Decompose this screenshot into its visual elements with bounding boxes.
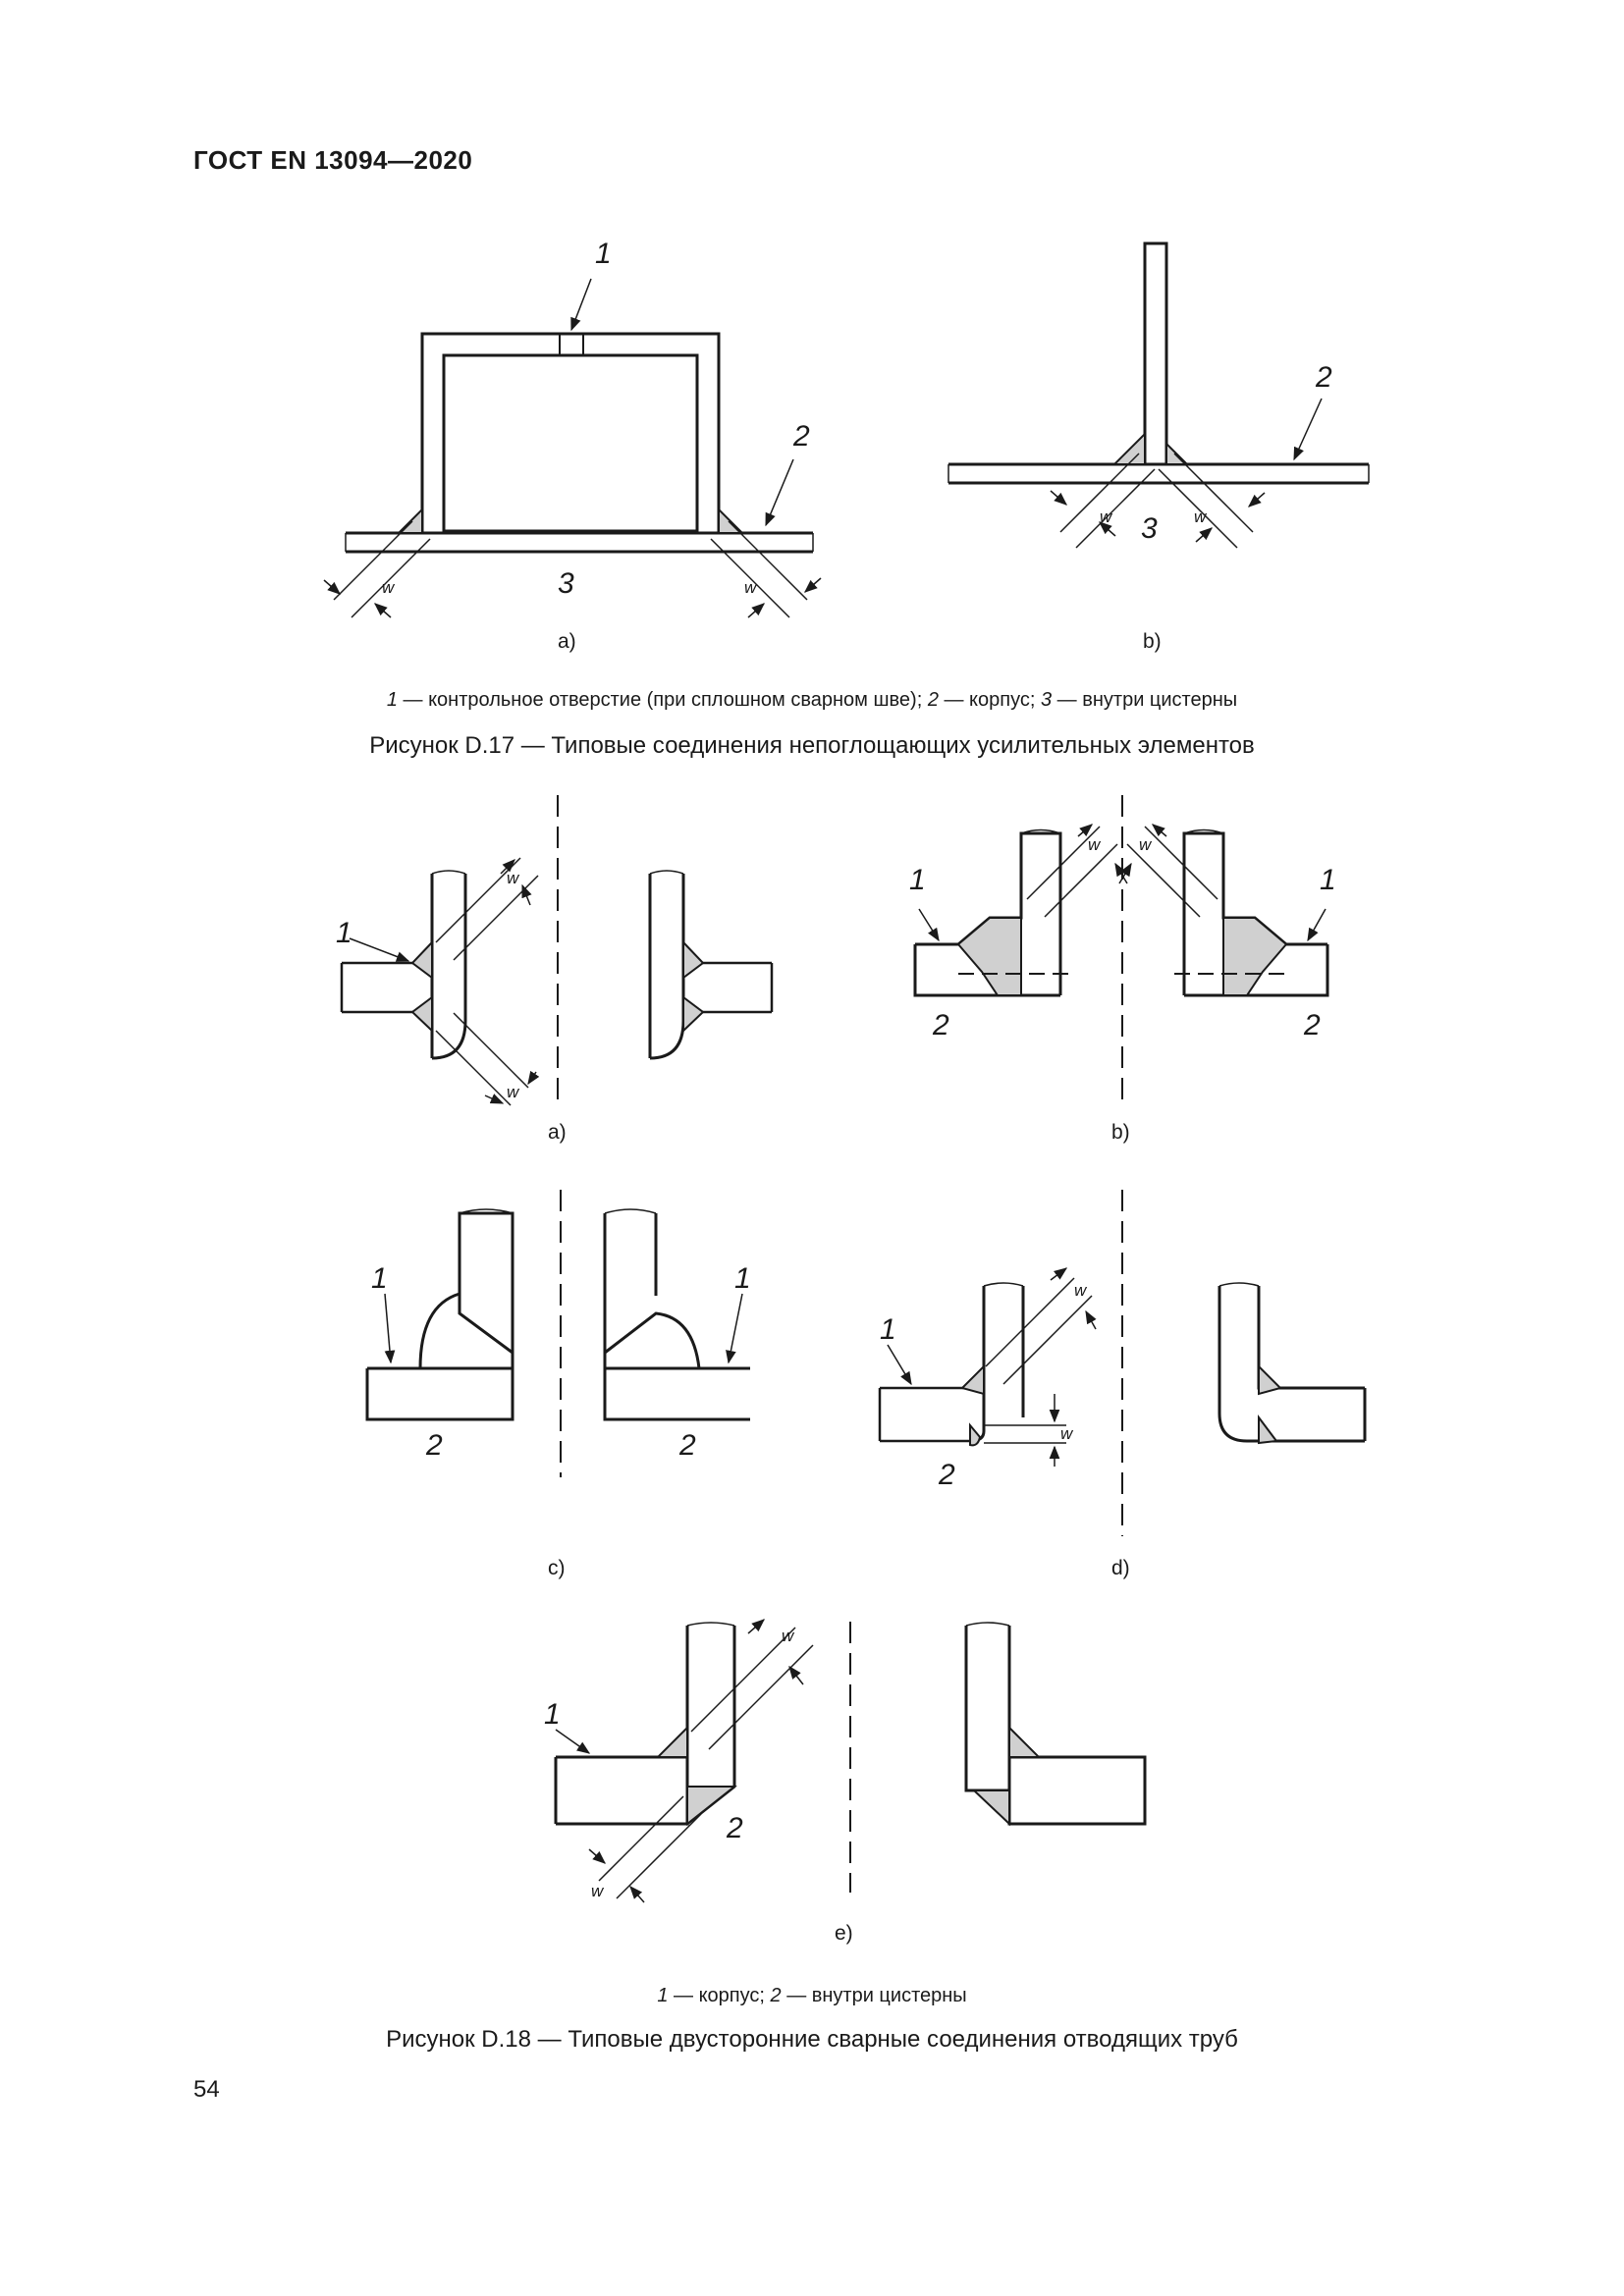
fig17b-dim-w-left: w: [1100, 507, 1113, 526]
fig17-legend-text-1: — контрольное отверстие (при сплошном св…: [397, 689, 928, 711]
fig18a-dim-w-top: w: [507, 869, 520, 887]
fig17-legend: 1 — контрольное отверстие (при сплошном …: [0, 689, 1624, 712]
fig18b-dim-w-left: w: [1088, 835, 1102, 854]
fig18e-dim-w-bottom: w: [591, 1882, 605, 1900]
fig18b-dim-w-right: w: [1139, 835, 1153, 854]
fig17b-dim-w-right: w: [1194, 507, 1208, 526]
fig17-legend-key-2: 2: [927, 689, 939, 711]
fig17-sublabel-b: b): [1143, 630, 1162, 653]
fig17a-callout-2: 2: [792, 420, 810, 453]
fig18-sublabel-a: a): [548, 1121, 567, 1144]
fig18-legend-key-1: 1: [657, 1985, 669, 2006]
fig18b-callout-1-left: 1: [909, 864, 926, 896]
fig17a-dim-w-left: w: [382, 578, 396, 597]
fig18e-callout-1: 1: [544, 1698, 561, 1731]
fig17a-callout-3: 3: [558, 567, 574, 600]
fig18e-dim-w-top: w: [782, 1627, 795, 1645]
fig17-legend-text-3: — внутри цистерны: [1052, 689, 1238, 711]
fig18b-callout-1-right: 1: [1320, 864, 1336, 896]
fig18c-drawing: [365, 1190, 750, 1477]
fig17b-drawing: [947, 241, 1370, 549]
fig18d-drawing: [878, 1190, 1367, 1536]
fig18-sublabel-d: d): [1111, 1557, 1130, 1579]
standard-header: ГОСТ EN 13094—2020: [193, 145, 473, 175]
fig18d-dim-w-vertical: w: [1060, 1424, 1074, 1443]
fig18-legend-key-2: 2: [770, 1985, 782, 2006]
fig18-legend: 1 — корпус; 2 — внутри цистерны: [0, 1985, 1624, 2007]
fig17-legend-key-3: 3: [1041, 689, 1053, 711]
fig18a-callout-1: 1: [336, 917, 352, 949]
fig18c-callout-1-left: 1: [371, 1262, 388, 1295]
fig18b-callout-2-left: 2: [932, 1009, 949, 1041]
fig17a-drawing: [323, 278, 822, 618]
fig18c-callout-2-left: 2: [425, 1429, 443, 1462]
fig18c-callout-1-right: 1: [734, 1262, 751, 1295]
fig18b-drawing: [913, 795, 1329, 1099]
fig18e-callout-2: 2: [726, 1812, 743, 1844]
fig18-legend-text-1: — корпус;: [668, 1985, 771, 2006]
fig18d-callout-2: 2: [938, 1459, 955, 1491]
fig17b-callout-2: 2: [1315, 361, 1332, 394]
fig17-sublabel-a: a): [558, 630, 576, 653]
fig17-caption: Рисунок D.17 — Типовые соединения непогл…: [369, 732, 1255, 759]
fig17a-dim-w-right: w: [744, 578, 758, 597]
fig18e-drawing: [554, 1619, 1147, 1903]
fig18-caption: Рисунок D.18 — Типовые двусторонние свар…: [386, 2026, 1238, 2053]
fig18d-callout-1: 1: [880, 1313, 896, 1346]
fig17b-callout-3: 3: [1141, 512, 1158, 545]
fig18a-drawing: [340, 795, 774, 1106]
fig18c-callout-2-right: 2: [678, 1429, 696, 1462]
fig17-legend-key-1: 1: [386, 689, 398, 711]
fig17-legend-text-2: — корпус;: [938, 689, 1041, 711]
fig18a-dim-w-bottom: w: [507, 1083, 520, 1101]
fig18-legend-text-2: — внутри цистерны: [781, 1985, 967, 2006]
fig18-sublabel-c: c): [548, 1557, 566, 1579]
page-number: 54: [193, 2076, 220, 2103]
fig18-sublabel-b: b): [1111, 1121, 1130, 1144]
fig17a-callout-1: 1: [595, 238, 612, 270]
fig18d-dim-w-diagonal: w: [1074, 1281, 1088, 1300]
fig18b-callout-2-right: 2: [1303, 1009, 1321, 1041]
fig18-sublabel-e: e): [835, 1922, 853, 1945]
